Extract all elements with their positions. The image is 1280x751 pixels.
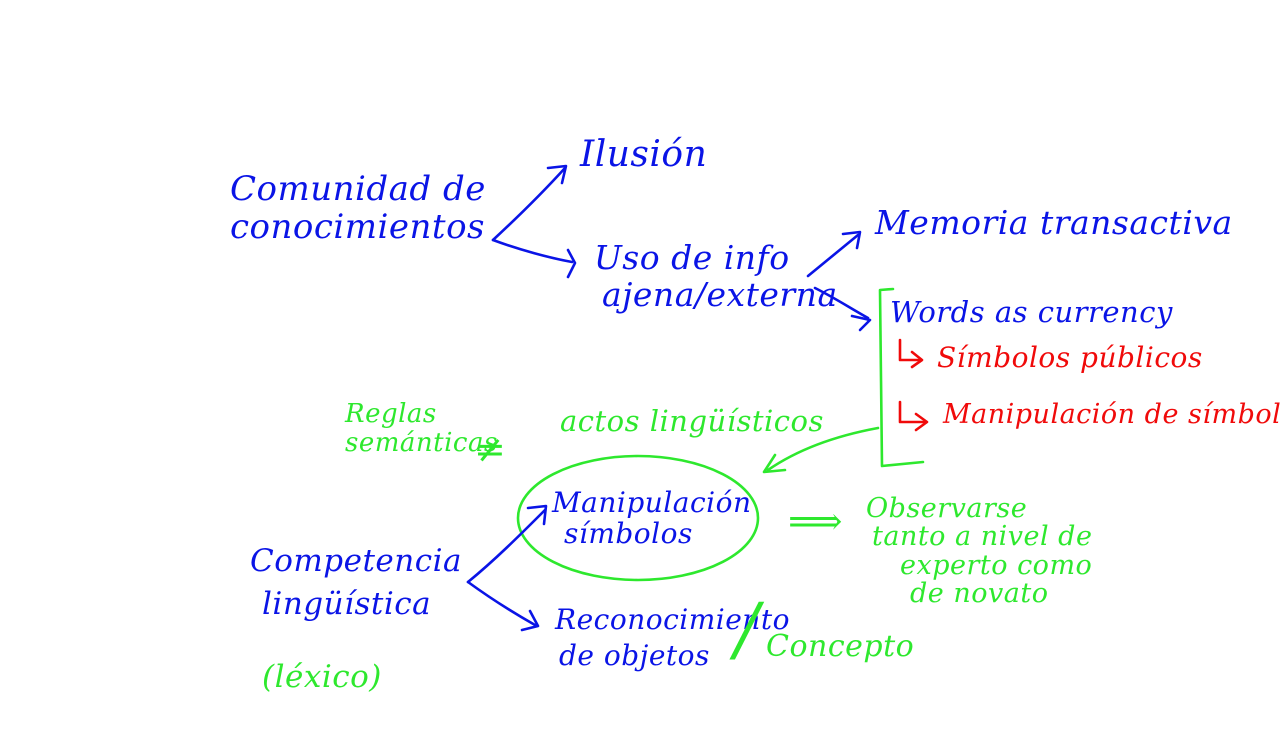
note-slash: / [735, 590, 759, 668]
red-arrowhead-2 [914, 412, 929, 432]
arrow-to-uso-info [491, 238, 574, 264]
arrowhead-ellipse [762, 453, 787, 474]
note-manipulacion-circled: Manipulación símbolos [552, 487, 751, 550]
note-observarse-line-3: experto como [900, 549, 1093, 581]
red-arrowhead-1 [910, 350, 924, 369]
note-manipulacion-circled-line-2: símbolos [564, 517, 693, 551]
note-ilusion-text: Ilusión [580, 134, 708, 175]
arrow-to-ellipse [766, 426, 880, 472]
note-manipulacion-simbolos: Manipulación de símbolos [943, 399, 1280, 430]
note-words: Words as currency [890, 296, 1173, 328]
arrowhead-memoria [841, 230, 862, 250]
red-arrow-2 [898, 400, 927, 424]
note-manipulacion-circled-line-1: Manipulación [552, 486, 752, 519]
arrow-to-reconocimiento [466, 580, 537, 627]
note-comunidad: Comunidad de conocimientos [230, 170, 486, 246]
arrow-to-manipulacion [466, 508, 547, 584]
note-simbolos-publicos-text: Símbolos públicos [937, 341, 1203, 374]
note-memoria-text: Memoria transactiva [875, 203, 1233, 242]
arrowhead-ilusion [546, 164, 568, 185]
note-reconocimiento-line-2: de objetos [559, 639, 710, 673]
note-concepto-text: Concepto [766, 629, 915, 664]
note-lexico: (léxico) [262, 660, 382, 695]
arrowhead-reconocimiento [520, 609, 540, 632]
not-equal-symbol: ≠ [474, 427, 507, 471]
circle-manipulacion [516, 454, 760, 582]
arrow-to-memoria [806, 233, 860, 278]
arrowhead-words [850, 314, 872, 332]
note-uso-info-line-1: Uso de info [594, 238, 790, 277]
note-uso-info: Uso de info ajena/externa [594, 238, 838, 314]
note-reglas-line-1: Reglas [345, 399, 437, 429]
slash-symbol: / [735, 588, 760, 670]
note-competencia-line-1: Competencia [250, 543, 462, 579]
note-reconocimiento-line-1: Reconocimiento [555, 603, 790, 636]
note-comunidad-line-2: conocimientos [230, 207, 486, 248]
note-not-equal: ≠ [474, 428, 506, 471]
note-simbolos-publicos: Símbolos públicos [937, 342, 1203, 373]
note-actos: actos lingüísticos [560, 405, 824, 437]
note-observarse-line-4: de novato [910, 578, 1049, 610]
arrowhead-manipulacion [526, 504, 548, 526]
green-bracket [878, 287, 925, 468]
note-observarse: Observarse tanto a nivel de experto como… [866, 493, 1093, 610]
red-arrow-1 [898, 338, 922, 362]
note-memoria: Memoria transactiva [875, 203, 1233, 242]
note-words-text: Words as currency [890, 295, 1173, 329]
note-concepto: Concepto [766, 630, 914, 664]
note-actos-text: actos lingüísticos [560, 404, 824, 438]
note-manipulacion-simbolos-text: Manipulación de símbolos [943, 399, 1280, 430]
note-competencia-line-2: lingüística [262, 586, 432, 623]
note-uso-info-line-2: ajena/externa [602, 274, 838, 314]
arrowhead-uso-info [566, 248, 577, 279]
arrow-to-ilusion [491, 166, 567, 242]
note-comunidad-line-1: Comunidad de [230, 169, 486, 209]
note-reglas-line-2: semánticas [345, 428, 498, 459]
note-observarse-line-2: tanto a nivel de [872, 521, 1093, 553]
double-arrow-symbol: ⟹ [788, 499, 843, 543]
note-observarse-line-1: Observarse [866, 493, 1028, 524]
note-lexico-text: (léxico) [262, 659, 382, 695]
arrow-to-words [813, 286, 870, 320]
note-ilusion: Ilusión [580, 134, 708, 175]
note-competencia: Competencia lingüística [250, 540, 462, 627]
note-reglas: Reglas semánticas [345, 399, 498, 459]
note-double-arrow: ⟹ [788, 500, 843, 543]
note-reconocimiento: Reconocimiento de objetos [555, 602, 790, 675]
